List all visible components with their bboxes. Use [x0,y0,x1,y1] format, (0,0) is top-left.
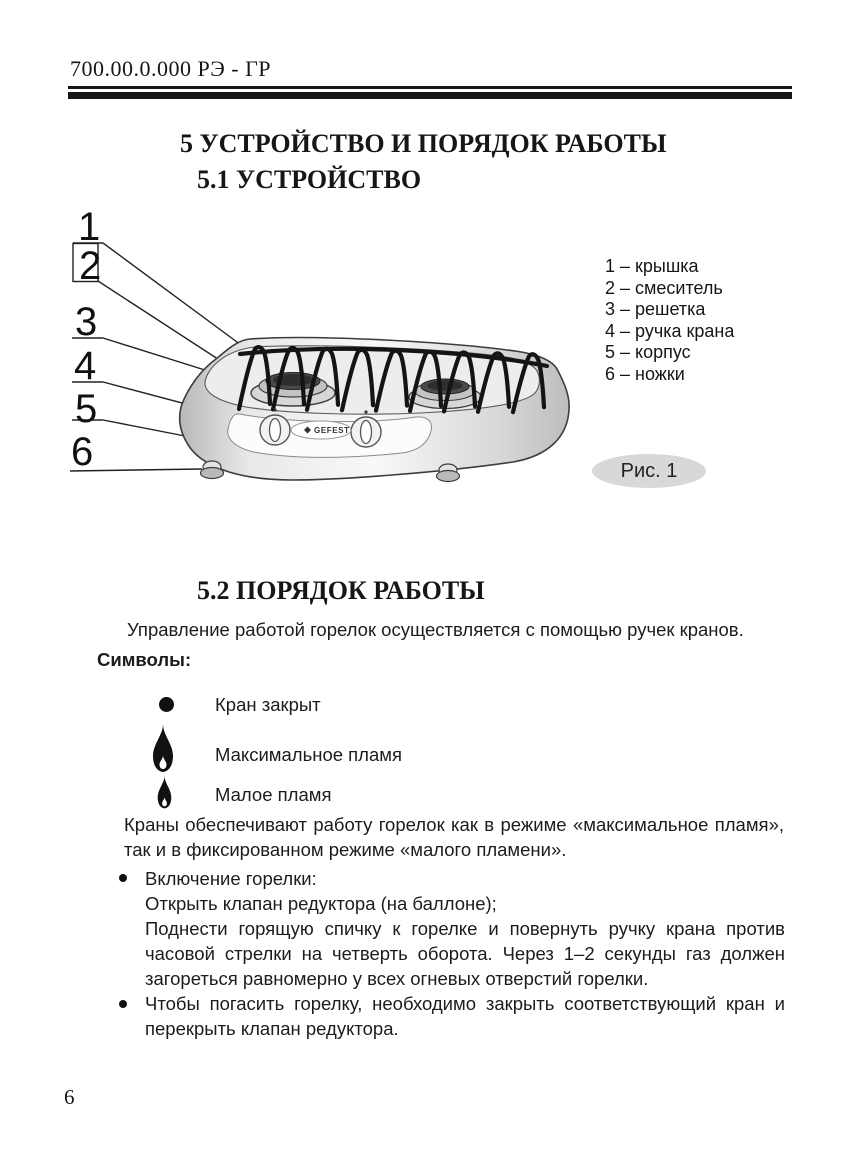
bullet-marker-icon [119,874,127,882]
callout-number-6: 6 [71,430,94,474]
bullet-item-extinguish: Чтобы погасить горелку, необходимо закры… [145,993,785,1039]
header-rule-thin [68,86,792,89]
callout-number-4: 4 [74,344,97,388]
stove-illustration: GEFEST [69,242,570,483]
symbol-label-closed-valve: Кран закрыт [215,694,321,715]
gefest-logo: GEFEST [290,420,352,440]
page-number: 6 [64,1085,75,1109]
callout-box-2 [72,242,99,283]
bullet-marker-icon [119,1000,127,1008]
callout-number-5: 5 [75,387,98,431]
modes-paragraph: Краны обеспечивают работу горелок как в … [124,814,784,860]
callout-number-2: 2 [79,244,102,288]
legend-item: 3 – решетка [605,299,706,319]
closed-valve-icon [159,697,174,712]
section-5-title: 5 УСТРОЙСТВО И ПОРЯДОК РАБОТЫ [180,129,667,158]
bullet-item-ignite-step1: Открыть клапан редуктора (на баллоне); [145,893,497,914]
gefest-logo-text: GEFEST [314,426,350,435]
bullet-list: Включение горелки: Открыть клапан редукт… [145,866,785,1041]
legend-item: 4 – ручка крана [605,320,735,341]
knob-left [259,408,291,446]
legend-item: 5 – корпус [605,342,691,362]
intro-paragraph: Управление работой горелок осуществляетс… [127,619,744,640]
symbols-title: Символы: [97,649,192,670]
section-5-2-title: 5.2 ПОРЯДОК РАБОТЫ [197,576,485,605]
legend-item: 2 – смеситель [605,277,723,298]
section-5-1-title: 5.1 УСТРОЙСТВО [197,165,422,194]
figure-legend: 1 – крышка 2 – смеситель 3 – решетка 4 –… [605,256,734,385]
symbol-label-max-flame: Максимальное пламя [215,744,403,765]
header-rule-thick [68,92,792,99]
knob-right [350,410,382,448]
figure-caption-label: Рис. 1 [620,459,678,482]
stove-feet [199,460,461,483]
max-flame-icon [153,724,173,772]
bullet-item-ignite-step2: Поднести горящую спичку к горелке и пове… [145,918,785,989]
document-code: 700.00.0.000 РЭ - ГР [70,56,272,81]
small-flame-icon [157,775,172,809]
bullet-item-ignite-title: Включение горелки: [145,868,317,889]
stove-grate [236,345,550,415]
figure-1: GEFEST 1 2 3 4 5 6 1 – крышка 2 – смесит… [0,0,850,510]
callout-number-3: 3 [75,300,98,344]
legend-item: 6 – ножки [605,363,685,384]
burner-right [408,378,482,410]
callout-number-1: 1 [78,205,101,249]
figure-caption: Рис. 1 [592,454,706,488]
symbol-label-small-flame: Малое пламя [215,784,332,805]
gefest-diamond-icon [304,426,311,434]
legend-item: 1 – крышка [605,256,699,276]
